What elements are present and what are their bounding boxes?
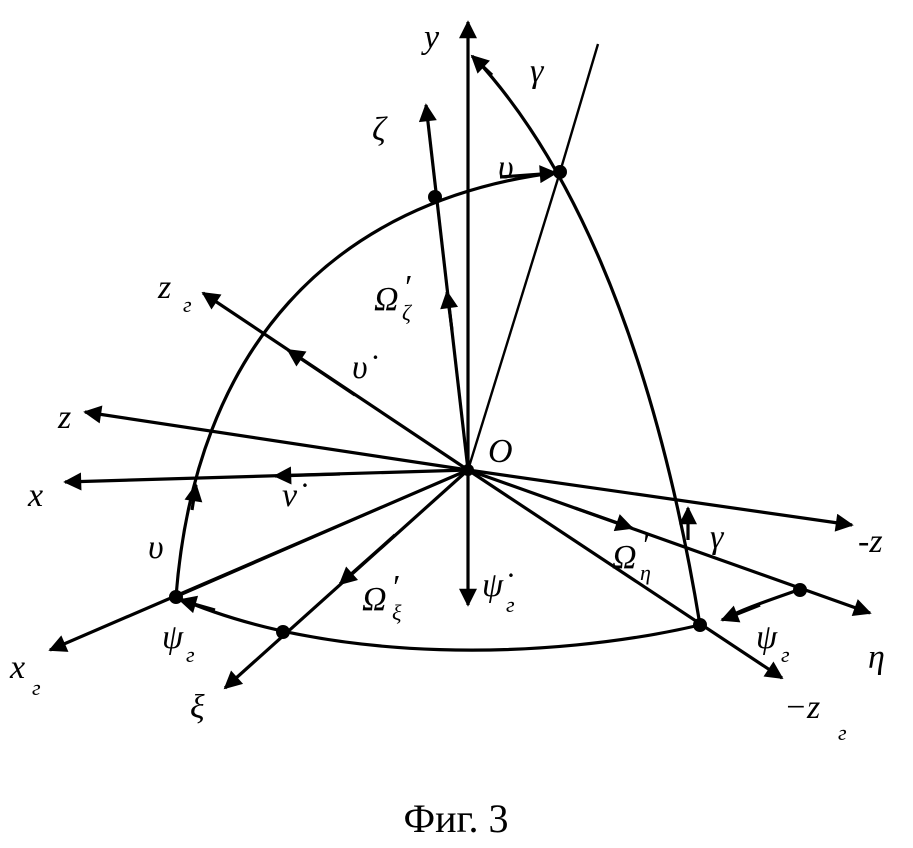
label-omega-zeta-sub: ζ: [402, 300, 413, 325]
label-upsilon-top: υ: [498, 149, 514, 186]
label-omega-eta: Ω: [612, 539, 637, 576]
radius-to-node: [468, 172, 560, 470]
label-zeta: ζ: [372, 111, 388, 148]
label-zg: z: [157, 269, 171, 306]
label-psi-right: ψ: [756, 619, 778, 656]
zeta-axis: [426, 105, 468, 470]
label-minus-zg-sub: г: [838, 720, 847, 745]
label-omega-xi: Ω: [362, 581, 387, 618]
eta-axis: [468, 470, 870, 613]
label-psi-left: ψ: [162, 619, 184, 656]
label-upsilon-left: υ: [148, 529, 164, 566]
label-omega-eta-sub: η: [640, 560, 651, 585]
radius-to-xg-node: [176, 470, 468, 597]
label-y: y: [421, 19, 440, 56]
label-z: z: [57, 399, 71, 436]
arc-upsilon-top: [176, 172, 560, 597]
label-gamma-right: γ: [710, 519, 725, 556]
node-minus-zg: [693, 618, 707, 632]
origin-point: [462, 464, 474, 476]
arc-psi-arrow-left: [180, 600, 215, 610]
node-zeta-arc: [428, 190, 442, 204]
label-xg: x: [9, 649, 25, 686]
label-psi-left-sub: г: [186, 642, 195, 667]
origin-label: O: [488, 433, 513, 470]
label-eta: η: [868, 639, 885, 676]
label-xi: ξ: [190, 689, 205, 726]
node-top: [553, 165, 567, 179]
upsilon-dot-arrow: [288, 350, 355, 395]
label-x: x: [27, 477, 43, 514]
label-xg-sub: г: [32, 675, 41, 700]
auxiliary-line: [560, 44, 598, 172]
omega-xi-arrow: [340, 535, 395, 584]
label-gamma-top: γ: [530, 53, 545, 90]
arc-psi-arrow-right: [722, 605, 760, 620]
x-axis: [65, 470, 468, 482]
label-omega-xi-sub: ξ: [392, 600, 402, 625]
label-minus-z: -z: [858, 523, 883, 560]
node-xg: [169, 590, 183, 604]
label-psi-dot-sub: г: [506, 592, 515, 617]
label-omega-zeta: Ω: [374, 281, 399, 318]
label-zg-sub: г: [183, 292, 192, 317]
nu-dot-arrow: [275, 474, 340, 476]
omega-eta-arrow: [575, 508, 632, 528]
z-axis: [85, 412, 468, 470]
label-psi-right-sub: г: [781, 642, 790, 667]
label-minus-zg: −z: [784, 689, 820, 726]
arc-gamma-arrow-top: [472, 56, 492, 75]
label-omega-eta-prime: ′: [641, 527, 649, 564]
minus-z-axis: [468, 470, 852, 525]
label-nu-dot: ν̇: [282, 477, 307, 514]
label-upsilon-dot: υ̇: [352, 349, 378, 386]
node-xi: [276, 625, 290, 639]
arc-psi-bottom: [176, 597, 700, 650]
figure-caption: Фиг. 3: [404, 796, 509, 841]
node-eta: [793, 583, 807, 597]
